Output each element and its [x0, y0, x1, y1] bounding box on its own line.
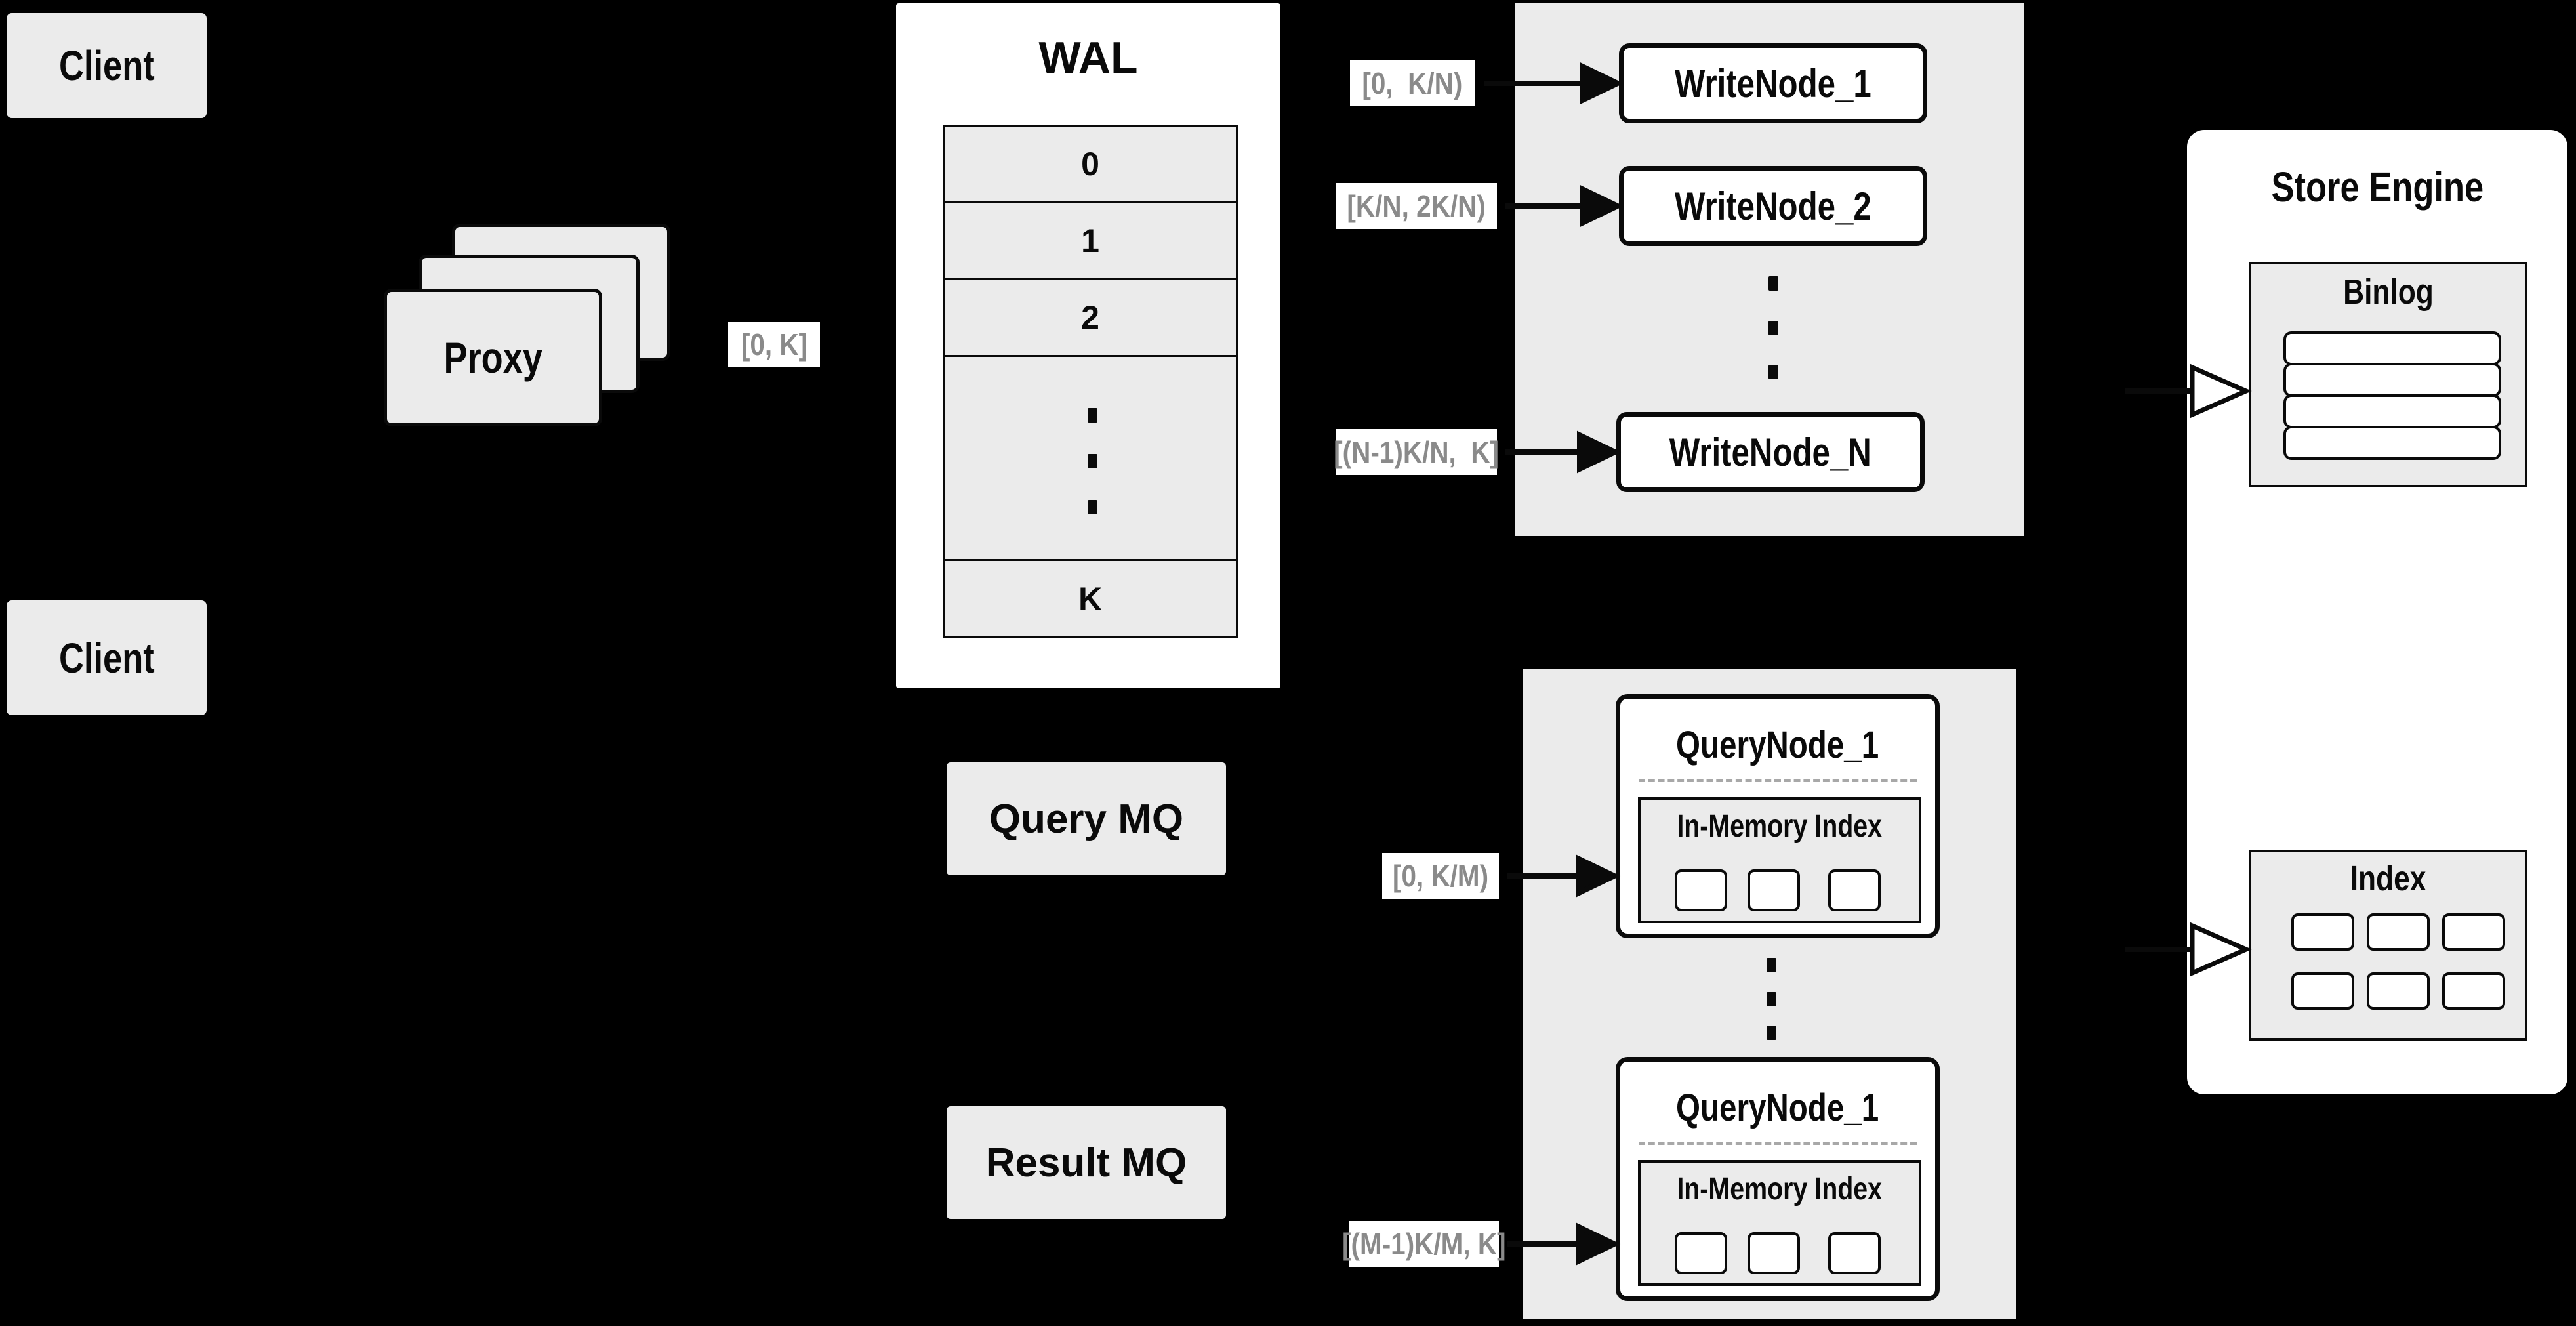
- index-cell: [2442, 913, 2505, 951]
- query-mq-label: Query MQ: [989, 796, 1184, 842]
- ellipsis-dot: [1768, 321, 1778, 335]
- client-node-top: Client: [7, 13, 207, 118]
- index-cell: [2367, 913, 2430, 951]
- query-mq-node: Query MQ: [947, 762, 1226, 875]
- segment-cell: [1748, 869, 1800, 911]
- binlog-row: [2283, 426, 2501, 460]
- binlog-title: Binlog: [2342, 272, 2434, 312]
- wal-row-2: 2: [943, 278, 1238, 357]
- range-label-write-2: [K/N, 2K/N): [1336, 183, 1497, 229]
- result-mq-label: Result MQ: [985, 1140, 1187, 1186]
- binlog-row: [2283, 363, 2501, 397]
- segment-cell: [1675, 1232, 1727, 1274]
- segment-cell: [1828, 869, 1881, 911]
- wal-row-1: 1: [943, 201, 1238, 280]
- wal-row-ellipsis: [943, 355, 1238, 561]
- store-engine-panel: Store Engine Binlog Index: [2187, 130, 2567, 1094]
- binlog-row: [2283, 331, 2501, 365]
- client-node-bottom: Client: [7, 600, 207, 715]
- ellipsis-dot: [1767, 1026, 1776, 1040]
- dashed-separator: [1639, 1142, 1917, 1145]
- in-memory-index-box: In-Memory Index: [1638, 797, 1921, 923]
- ellipsis-dot: [1088, 408, 1097, 423]
- proxy-label: Proxy: [443, 333, 542, 382]
- binlog-row: [2283, 394, 2501, 428]
- wal-title: WAL: [1038, 33, 1138, 83]
- range-label-query-m: [(M-1)K/M, K]: [1342, 1221, 1506, 1267]
- segment-cell: [1828, 1232, 1881, 1274]
- write-node-2: WriteNode_2: [1619, 166, 1927, 246]
- wal-table: 0 1 2 K: [943, 125, 1238, 638]
- range-label-proxy-out: [0, K]: [728, 322, 820, 367]
- in-memory-index-title: In-Memory Index: [1677, 808, 1883, 844]
- query-node-bottom-title: QueryNode_1: [1676, 1086, 1879, 1129]
- ellipsis-dot: [1767, 992, 1776, 1006]
- in-memory-index-box: In-Memory Index: [1638, 1160, 1921, 1286]
- query-node-top-title: QueryNode_1: [1676, 723, 1879, 766]
- ellipsis-dot: [1088, 500, 1097, 514]
- write-node-1: WriteNode_1: [1619, 43, 1927, 123]
- in-memory-index-title: In-Memory Index: [1677, 1171, 1883, 1207]
- range-label-write-n: [(N-1)K/N, K]: [1334, 429, 1499, 475]
- range-label-query-1: [0, K/M): [1382, 853, 1499, 899]
- wal-panel: WAL 0 1 2 K: [896, 3, 1280, 688]
- store-engine-title: Store Engine: [2271, 163, 2484, 211]
- range-label-write-1: [0, K/N): [1350, 60, 1475, 106]
- write-node-n: WriteNode_N: [1616, 412, 1925, 492]
- ellipsis-dot: [1768, 365, 1778, 379]
- index-cell: [2291, 913, 2354, 951]
- ellipsis-dot: [1088, 454, 1097, 468]
- dashed-separator: [1639, 779, 1917, 782]
- index-cell: [2367, 972, 2430, 1010]
- binlog-box: Binlog: [2249, 262, 2527, 487]
- result-mq-node: Result MQ: [947, 1106, 1226, 1219]
- ellipsis-dot: [1768, 276, 1778, 291]
- index-title: Index: [2350, 859, 2426, 898]
- query-node-bottom: QueryNode_1 In-Memory Index: [1616, 1057, 1940, 1301]
- client-bottom-label: Client: [58, 634, 155, 682]
- index-box: Index: [2249, 850, 2527, 1041]
- query-node-top: QueryNode_1 In-Memory Index: [1616, 694, 1940, 938]
- client-top-label: Client: [58, 42, 155, 89]
- wal-row-0: 0: [943, 125, 1238, 203]
- proxy-node: Proxy: [384, 289, 602, 426]
- segment-cell: [1748, 1232, 1800, 1274]
- wal-row-k: K: [943, 559, 1238, 638]
- segment-cell: [1675, 869, 1727, 911]
- ellipsis-dot: [1767, 958, 1776, 972]
- index-cell: [2291, 972, 2354, 1010]
- index-cell: [2442, 972, 2505, 1010]
